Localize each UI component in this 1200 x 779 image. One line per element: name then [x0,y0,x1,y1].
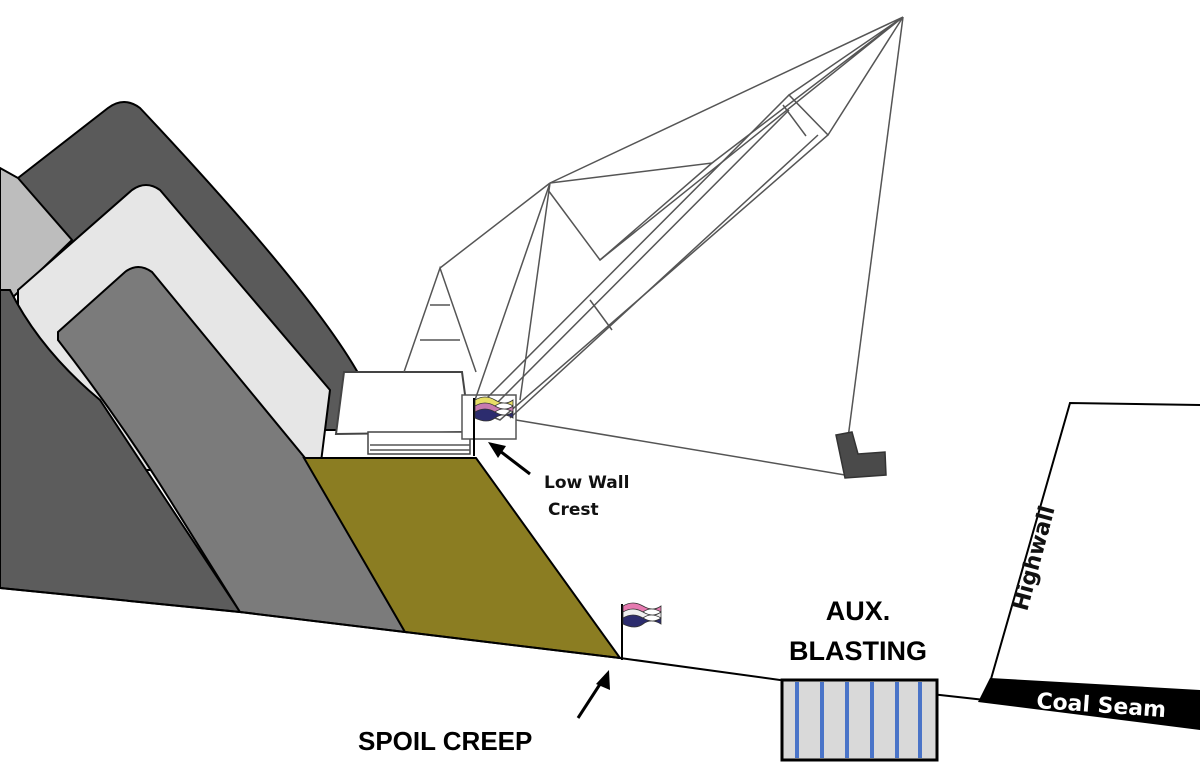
low-wall-label-line1: Low Wall [544,473,629,493]
hoist-rope [847,16,904,439]
aux-blasting-label-line1: AUX. [826,596,891,626]
blast-charges [795,682,922,758]
a-frame-stay [439,182,551,269]
toe-flag [621,602,662,660]
drag-rope [515,419,846,476]
crest-flag-stripe-3 [474,408,514,422]
aux-blasting-label-line2: BLASTING [789,636,927,666]
spoil-creep-arrow [576,670,610,719]
spoil-creep-arrow-head [596,670,610,690]
spoil-creep-label: SPOIL CREEP [358,726,532,756]
boom-inner [489,104,819,419]
spoil-piles [0,101,623,660]
aux-blast-hole [780,678,939,762]
coal-seam [978,678,1200,730]
low-wall-arrow-head [488,442,506,458]
dragline-base [367,431,471,455]
bucket [835,431,887,479]
toe-flag-stripe-3 [622,614,662,628]
highwall-face [983,401,1200,701]
crest-flag [473,396,514,456]
blast-hole-box [780,678,939,762]
spoil-pile-mid [57,266,407,634]
low-wall-label-line2: Crest [548,500,599,520]
low-wall-arrow [488,442,531,476]
pit-floor [0,587,986,701]
highwall [983,401,1200,701]
dragline [334,16,904,479]
spoil-pile-left-dark [0,289,242,614]
dragline-house [334,371,472,436]
ground-line [0,587,986,701]
a-frame [403,265,477,373]
coal-seam-band [978,678,1200,730]
